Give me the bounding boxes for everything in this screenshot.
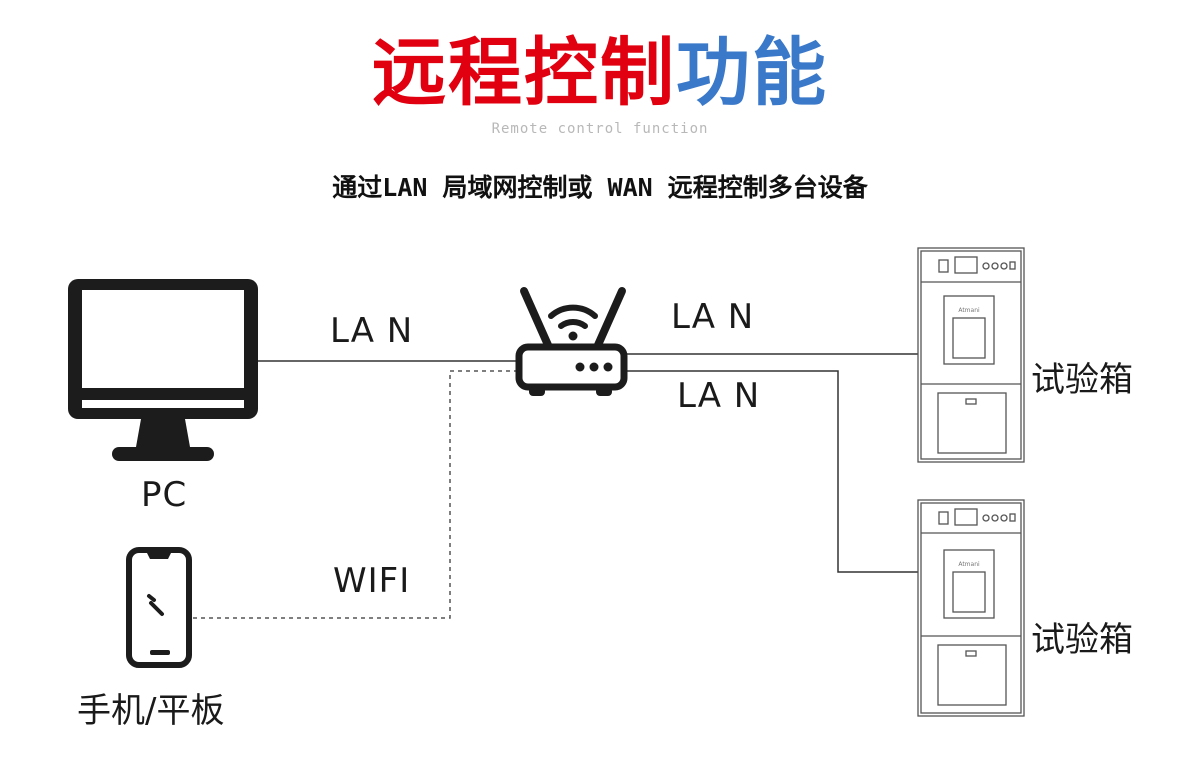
router-chamber-bottom-line [626, 370, 918, 573]
chamber-bottom-label: 试验箱 [1031, 620, 1133, 660]
title-blue-part: 功能 [676, 30, 828, 116]
phone-router-wifi-line [193, 370, 518, 619]
page-description: 通过LAN 局域网控制或 WAN 远程控制多台设备 [332, 173, 868, 202]
chamber-top-brand: Atmani [958, 307, 980, 314]
phone-router-link-label: WIFI [333, 561, 411, 601]
router-icon [515, 287, 628, 396]
pc-router-link-label: LA N [330, 311, 414, 351]
phone-label: 手机/平板 [77, 691, 225, 731]
chamber-bottom-brand: Atmani [958, 561, 980, 568]
router-chamber-top-link-label: LA N [671, 297, 755, 337]
pc-monitor-icon [68, 279, 258, 461]
page-title: 远程控制功能 [0, 28, 1200, 118]
chamber-top-label: 试验箱 [1031, 360, 1133, 400]
router-chamber-bottom-link-label: LA N [677, 376, 761, 416]
title-red-part: 远程控制 [372, 30, 676, 116]
pc-label: PC [141, 475, 188, 515]
test-chamber-bottom-icon [917, 499, 1025, 717]
connections [193, 353, 918, 619]
phone-icon [126, 547, 192, 668]
page-subtitle: Remote control function [491, 121, 709, 137]
test-chamber-top-icon [917, 247, 1025, 463]
